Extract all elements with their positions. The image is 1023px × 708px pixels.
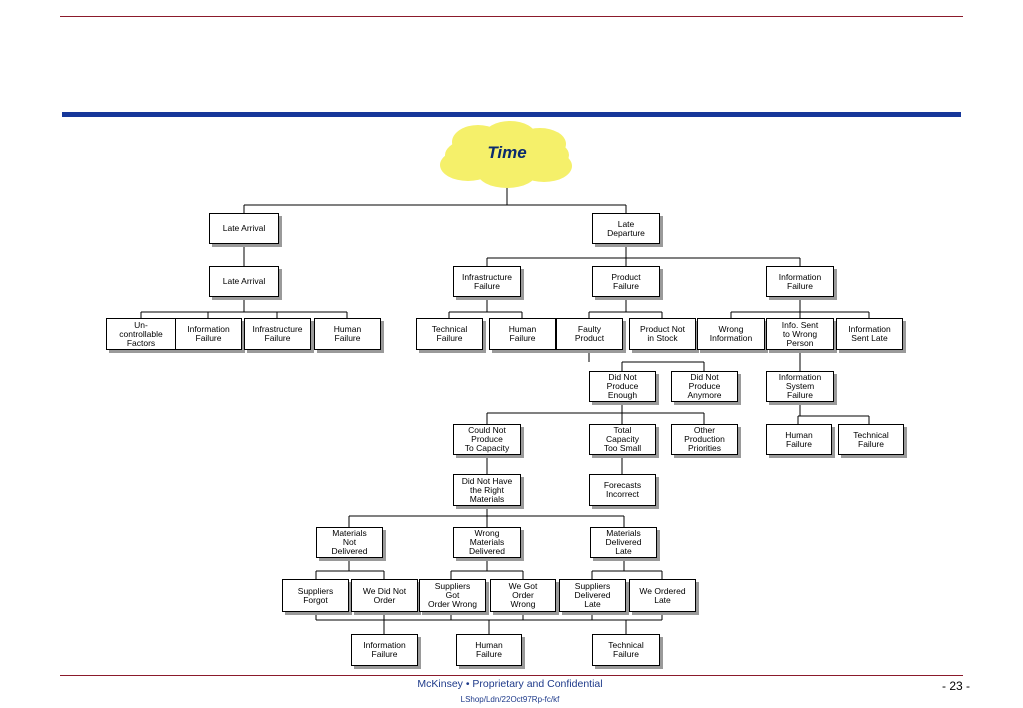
time-cloud-shape [440,121,572,188]
node-infrastructure-failure-left: Infrastructure Failure [244,318,311,350]
node-late-departure: Late Departure [592,213,660,244]
node-human-failure-left: Human Failure [314,318,381,350]
node-product-not-in-stock: Product Not in Stock [629,318,696,350]
node-we-did-not-order: We Did Not Order [351,579,418,612]
node-technical-failure: Technical Failure [416,318,483,350]
node-forecasts-incorrect: Forecasts Incorrect [589,474,656,506]
node-late-arrival-mid: Late Arrival [209,266,279,297]
node-information-system-failure: Information System Failure [766,371,834,402]
footer-confidential: McKinsey • Proprietary and Confidential [417,678,603,690]
blue-title-rule [62,112,961,117]
node-technical-failure-b: Technical Failure [838,424,904,455]
node-human-failure-a: Human Failure [489,318,556,350]
node-other-production-priorities: Other Production Priorities [671,424,738,455]
node-information-failure: Information Failure [766,266,834,297]
node-infrastructure-failure: Infrastructure Failure [453,266,521,297]
node-human-failure-bottom: Human Failure [456,634,522,666]
node-total-capacity: Total Capacity Too Small [589,424,656,455]
node-did-not-produce-enough: Did Not Produce Enough [589,371,656,402]
bottom-rule [60,675,963,676]
node-could-not-produce: Could Not Produce To Capacity [453,424,521,455]
node-technical-failure-bottom: Technical Failure [592,634,660,666]
node-information-failure-left: Information Failure [175,318,242,350]
node-human-failure-b: Human Failure [766,424,832,455]
node-materials-not-delivered: Materials Not Delivered [316,527,383,558]
node-info-sent-wrong-person: Info. Sent to Wrong Person [766,318,834,350]
node-did-not-have-materials: Did Not Have the Right Materials [453,474,521,506]
node-faulty-product: Faulty Product [556,318,623,350]
node-information-sent-late: Information Sent Late [836,318,903,350]
node-wrong-materials-delivered: Wrong Materials Delivered [453,527,521,558]
node-did-not-produce-anymore: Did Not Produce Anymore [671,371,738,402]
node-product-failure: Product Failure [592,266,660,297]
node-suppliers-got-order-wrong: Suppliers Got Order Wrong [419,579,486,612]
node-uncontrollable-factors: Un- controllable Factors [106,318,176,350]
top-rule [60,16,963,17]
root-time-label: Time [487,143,527,162]
node-late-arrival-top: Late Arrival [209,213,279,244]
node-wrong-information: Wrong Information [697,318,765,350]
node-we-ordered-late: We Ordered Late [629,579,696,612]
node-suppliers-delivered-late: Suppliers Delivered Late [559,579,626,612]
node-suppliers-forgot: Suppliers Forgot [282,579,349,612]
node-information-failure-bottom: Information Failure [351,634,418,666]
node-materials-delivered-late: Materials Delivered Late [590,527,657,558]
node-we-got-order-wrong: We Got Order Wrong [490,579,556,612]
footer-reference: LShop/Ldn/22Oct97Rp-fc/kf [460,695,560,704]
page-number: - 23 - [941,679,970,693]
